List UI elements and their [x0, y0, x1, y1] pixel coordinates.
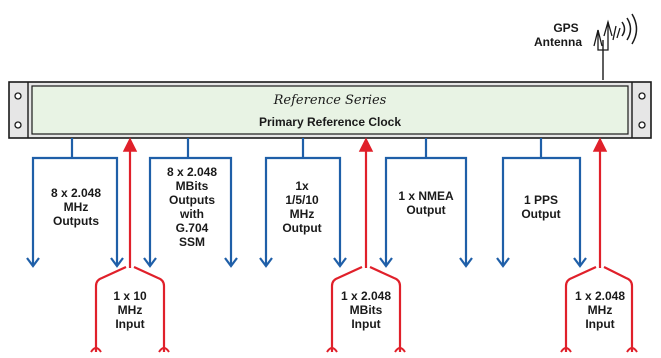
antenna-label: GPS Antenna — [534, 21, 582, 49]
output-label-line: MHz — [64, 200, 89, 214]
output-label-line: with — [179, 207, 204, 221]
output-label-line: 1 x NMEA — [398, 189, 454, 203]
output-label-line: Outputs — [169, 193, 215, 207]
output-connector — [501, 138, 582, 266]
mounting-hole — [14, 121, 22, 129]
arrowhead — [110, 257, 124, 268]
input-label-line: 1 x 2.048 — [341, 289, 391, 303]
output-label-line: Output — [521, 207, 560, 221]
arrowhead — [573, 257, 587, 268]
output-connector — [31, 138, 119, 266]
arrowhead — [592, 137, 608, 152]
input-source-curl — [560, 347, 572, 353]
gps-antenna: GPS Antenna — [534, 13, 638, 80]
input-source-curl — [90, 347, 102, 353]
output-label-line: 1/5/10 — [285, 193, 319, 207]
antenna-label-line: GPS — [553, 21, 578, 35]
output-label-line: 8 x 2.048 — [167, 165, 217, 179]
input-source-curl — [158, 347, 170, 353]
device-name: Primary Reference Clock — [259, 115, 401, 129]
input-label-line: MHz — [118, 303, 143, 317]
input-label-line: Input — [585, 317, 614, 331]
input-label-line: 1 x 2.048 — [575, 289, 625, 303]
arrowhead — [259, 257, 273, 268]
arrowhead — [143, 257, 157, 268]
output-label-line: Output — [406, 203, 445, 217]
mounting-hole — [638, 92, 646, 100]
arrowhead — [122, 137, 138, 152]
arrowhead — [26, 257, 40, 268]
input-connector — [330, 142, 402, 352]
input-label-line: 1 x 10 — [113, 289, 147, 303]
arrowhead — [496, 257, 510, 268]
arrowhead — [333, 257, 347, 268]
rack-unit: Reference Series Primary Reference Clock — [8, 81, 652, 139]
arrowhead — [224, 257, 238, 268]
output-connector — [148, 138, 233, 266]
input-connector — [564, 142, 634, 352]
mounting-hole — [638, 121, 646, 129]
output-label-line: 1x — [295, 179, 309, 193]
input-label-line: MHz — [588, 303, 613, 317]
output-connector — [384, 138, 468, 266]
antenna-label-line: Antenna — [534, 35, 582, 49]
input-source-curl — [326, 347, 338, 353]
arrowhead — [358, 137, 374, 152]
output-label-line: MHz — [290, 207, 315, 221]
input-connector — [94, 142, 166, 352]
front-panel — [31, 85, 629, 135]
output-label-line: 8 x 2.048 — [51, 186, 101, 200]
mounting-hole — [14, 92, 22, 100]
input-label-line: MBits — [350, 303, 383, 317]
brand-label: Reference Series — [273, 93, 387, 108]
antenna-icon — [593, 19, 621, 51]
input-source-curl — [626, 347, 638, 353]
output-label-line: SSM — [179, 235, 205, 249]
output-label-line: Outputs — [53, 214, 99, 228]
arrowhead — [379, 257, 393, 268]
output-connector — [264, 138, 342, 266]
input-source-curl — [394, 347, 406, 353]
input-label-line: Input — [351, 317, 380, 331]
arrowhead — [459, 257, 473, 268]
output-label-line: 1 PPS — [524, 193, 558, 207]
output-label-line: G.704 — [176, 221, 209, 235]
output-label-line: Output — [282, 221, 321, 235]
radio-waves-icon — [621, 13, 638, 45]
input-label-line: Input — [115, 317, 144, 331]
output-label-line: MBits — [176, 179, 209, 193]
